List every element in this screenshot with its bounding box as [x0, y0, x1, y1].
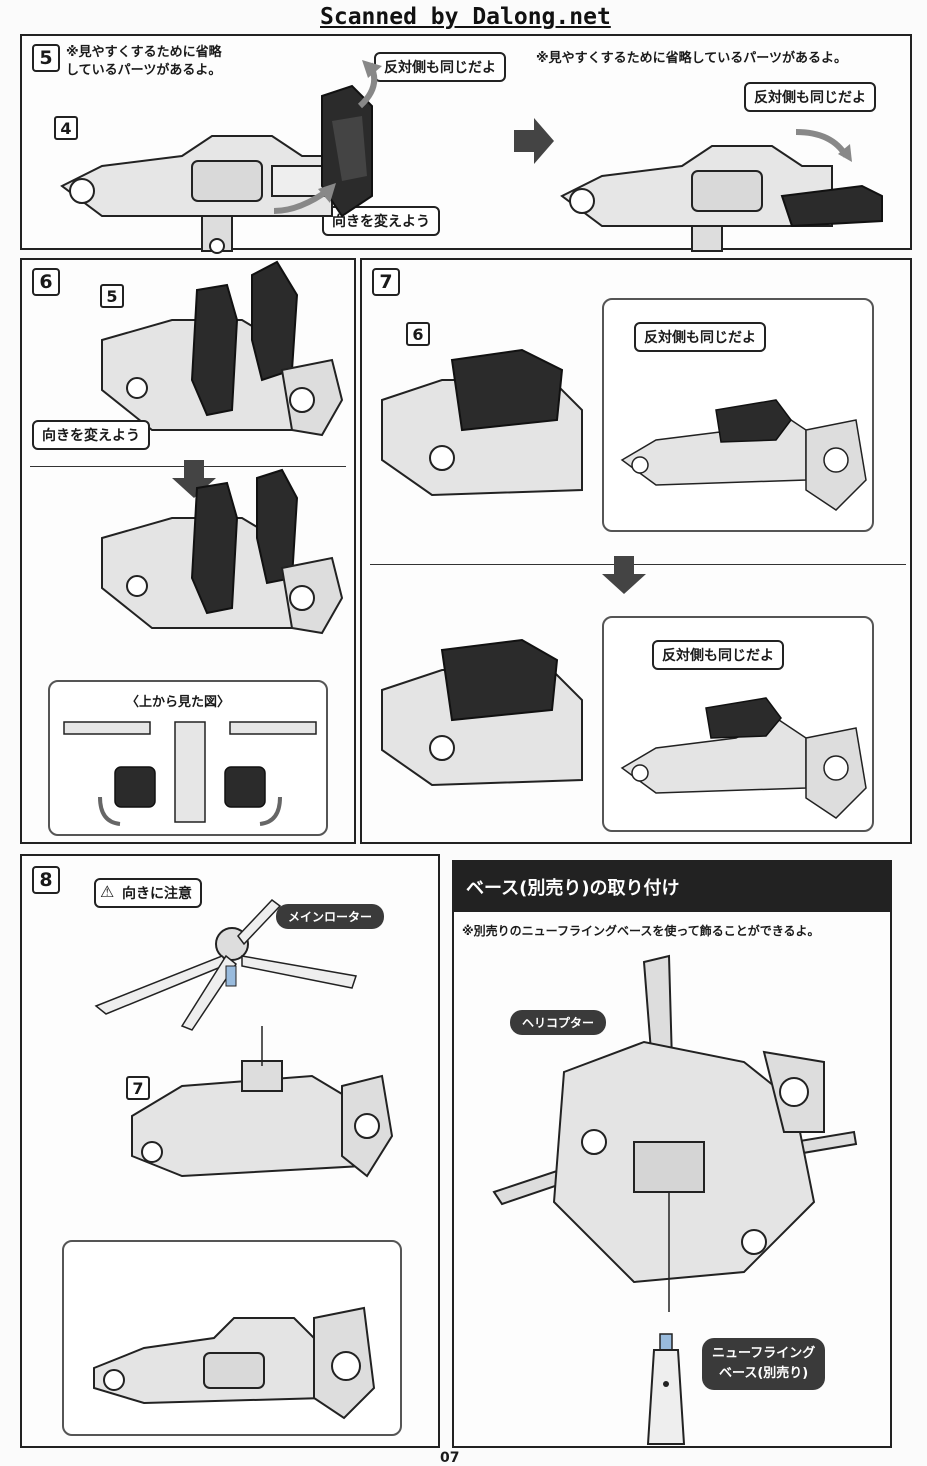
step8-caution-text: 向きに注意: [122, 886, 192, 902]
helicopter-label: ヘリコプター: [510, 1010, 607, 1035]
step5-note-right: ※見やすくするために省略しているパーツがあるよ。: [536, 51, 847, 66]
step5-bubble-same-right: 反対側も同じだよ: [744, 82, 876, 112]
watermark-text: Scanned by Dalong.net: [320, 4, 611, 30]
step7-bubble-same-bottom: 反対側も同じだよ: [652, 640, 784, 670]
step6-top-view-label: 〈上から見た図〉: [126, 695, 231, 710]
base-helicopter-illustration: [492, 954, 858, 1312]
base-panel: ベース(別売り)の取り付け ※別売りのニューフライングベースを使って飾ることがで…: [452, 860, 892, 1448]
step8-rotor-illustration: [94, 898, 357, 1031]
step7-detail-top-illustration: [620, 399, 867, 511]
step6-bubble-turn: 向きを変えよう: [32, 420, 150, 450]
step8-caution: ⚠ 向きに注意: [94, 878, 202, 908]
step5-helicopter-right-illustration: [560, 145, 883, 252]
step6-substep: 5: [100, 284, 124, 308]
step7-helicopter-bottom-illustration: [381, 638, 583, 787]
step7-detail-box-bottom: 反対側も同じだよ: [602, 616, 874, 832]
base-section-title: ベース(別売り)の取り付け: [454, 862, 890, 912]
step7-panel: 7 6 反対側も同じだよ 反対側も同じだよ: [360, 258, 912, 844]
flying-base-label-line1: ニューフライング: [712, 1346, 816, 1361]
step5-move-arrow-icon: [273, 183, 336, 214]
warning-icon: ⚠: [100, 882, 115, 901]
step5-next-arrow-icon: [514, 118, 554, 164]
step5-substep: 4: [54, 116, 78, 140]
flying-base-label-line2: ベース(別売り): [719, 1366, 809, 1381]
base-section-note: ※別売りのニューフライングベースを使って飾ることができるよ。: [462, 924, 820, 938]
step7-number: 7: [372, 268, 400, 296]
step7-detail-bottom-illustration: [620, 697, 867, 819]
step6-helicopter-top-illustration: [101, 260, 344, 437]
step7-down-arrow-icon: [602, 556, 646, 594]
step8-main-rotor-label: メインローター: [276, 904, 385, 929]
step7-bubble-same-top: 反対側も同じだよ: [634, 322, 766, 352]
step5-bubble-same-left: 反対側も同じだよ: [374, 52, 506, 82]
step8-result-box: [62, 1240, 402, 1436]
step8-helicopter-illustration: [131, 1026, 394, 1178]
base-stand-illustration: [646, 1333, 686, 1445]
step7-substep: 6: [406, 322, 430, 346]
step5-fold-arrow-icon: [795, 129, 852, 162]
step7-helicopter-top-illustration: [381, 348, 583, 497]
step6-down-arrow-icon: [172, 460, 216, 498]
step6-number: 6: [32, 268, 60, 296]
step8-panel: 8 ⚠ 向きに注意 メインローター 7: [20, 854, 440, 1448]
step5-panel: 5 ※見やすくするために省略 しているパーツがあるよ。 4 反対側も同じだよ 向…: [20, 34, 912, 254]
page-number: 07: [440, 1450, 460, 1466]
step7-detail-box-top: 反対側も同じだよ: [602, 298, 874, 532]
step5-rotate-arrow-icon: [357, 60, 382, 109]
step8-result-illustration: [93, 1306, 376, 1420]
step8-number: 8: [32, 866, 60, 894]
step8-substep: 7: [126, 1076, 150, 1100]
step7-divider: [370, 564, 906, 565]
step5-helicopter-left-illustration: [60, 84, 373, 254]
step5-note-left: ※見やすくするために省略 しているパーツがあるよ。: [66, 45, 222, 78]
step5-bubble-turn: 向きを変えよう: [322, 206, 440, 236]
step6-panel: 6 5 向きを変えよう 〈上から見た図〉: [20, 258, 356, 844]
step6-top-view-box: 〈上から見た図〉: [48, 680, 328, 836]
flying-base-label: ニューフライング ベース(別売り): [702, 1338, 826, 1390]
step6-helicopter-bottom-illustration: [101, 468, 344, 635]
step5-number: 5: [32, 44, 60, 72]
step6-top-view-illustration: [63, 721, 317, 826]
